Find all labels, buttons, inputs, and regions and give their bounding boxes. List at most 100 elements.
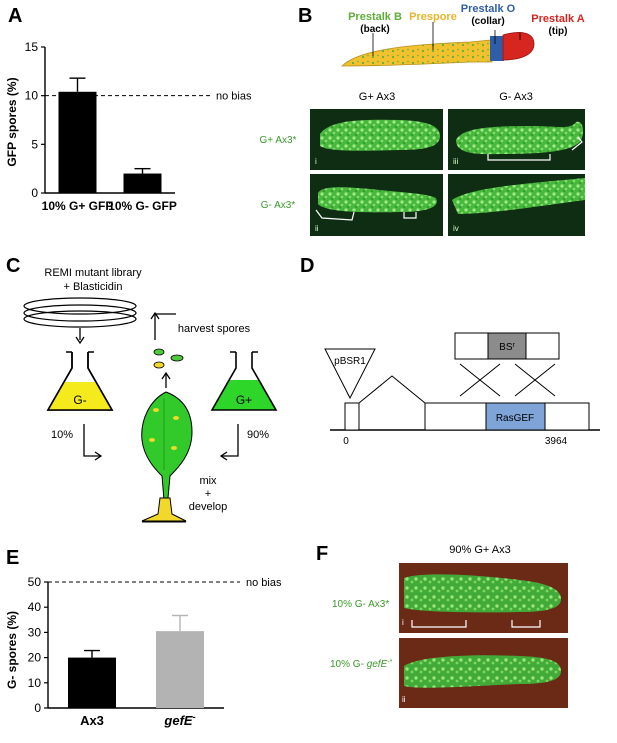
label-prestalk-o-sub: (collar) — [471, 16, 504, 27]
no-bias-label: no bias — [216, 91, 252, 103]
bracket-f-i-a — [411, 620, 467, 628]
flask-left — [46, 351, 114, 411]
bracket-ii-b — [403, 212, 417, 219]
micrograph-b-ii-label: ii — [315, 224, 319, 233]
micrograph-f-ii-label: ii — [402, 695, 406, 704]
panel-c-letter: C — [6, 255, 20, 277]
panel-b-letter: B — [298, 5, 312, 27]
micrograph-b-iii: iii — [448, 109, 585, 170]
bar — [123, 173, 162, 193]
label-prestalk-a: Prestalk A — [531, 13, 584, 25]
slug-prestalk-b-dots — [342, 40, 492, 66]
label-prestalk-b-sub: (back) — [360, 24, 389, 35]
slug-prestalk-a-region — [502, 32, 535, 61]
y-tick-label: 50 — [28, 575, 42, 589]
bracket-ii-a — [315, 209, 355, 221]
micrograph-b-i: i — [310, 109, 443, 170]
col-header-g-minus: G- Ax3 — [499, 91, 533, 103]
panel-f: F 90% G+ Ax3 10% G- Ax3* 10% G- gefE-* i… — [316, 543, 568, 708]
petri-dish — [23, 297, 137, 328]
bar — [68, 657, 116, 708]
col-header-g-plus: G+ Ax3 — [359, 91, 395, 103]
pct-left: 10% — [51, 429, 73, 441]
row1-label: 10% G- Ax3* — [332, 599, 389, 610]
row-header-g-plus: G+ Ax3* — [260, 135, 297, 146]
label-prestalk-b: Prestalk B — [348, 11, 402, 23]
micrograph-b-ii: ii — [310, 174, 443, 236]
arrow-dish-to-flask — [75, 328, 85, 345]
panel-e-ylabel: G- spores (%) — [5, 611, 19, 689]
bracket-iii-a — [487, 154, 551, 161]
row2-label: 10% G- gefE-* — [330, 659, 393, 671]
y-tick-label: 30 — [28, 625, 42, 639]
pct-right: 90% — [247, 429, 269, 441]
category-label: 10% G+ GFP — [42, 199, 114, 213]
panel-a-ylabel: GFP spores (%) — [5, 77, 19, 166]
coord-end: 3964 — [545, 436, 568, 447]
micrograph-b-iii-label: iii — [453, 157, 459, 166]
bracket-f-i-b — [511, 620, 541, 628]
plus-label: + — [205, 488, 211, 500]
bar — [156, 631, 204, 708]
develop-label: develop — [189, 501, 228, 513]
y-tick-label: 20 — [28, 651, 42, 665]
coord-start: 0 — [343, 436, 349, 447]
label-prestalk-o: Prestalk O — [461, 3, 516, 15]
panel-f-title: 90% G+ Ax3 — [449, 544, 510, 556]
recombination-crosses — [459, 363, 556, 397]
micrograph-f-ii: ii — [399, 638, 568, 708]
harvest-label: harvest spores — [178, 323, 251, 335]
panel-d: D pBSR1 BSr RasGEF 0 3964 — [300, 255, 600, 447]
y-tick-label: 15 — [25, 40, 39, 54]
micrograph-b-i-label: i — [315, 157, 317, 166]
library-line1: REMI mutant library — [44, 267, 142, 279]
micrograph-b-iv: iv — [448, 174, 585, 236]
panel-c: C REMI mutant library + Blasticidin harv… — [6, 255, 278, 523]
y-tick-label: 10 — [28, 676, 42, 690]
y-tick-label: 40 — [28, 600, 42, 614]
row-header-g-minus: G- Ax3* — [261, 200, 296, 211]
flask-left-label: G- — [73, 393, 86, 407]
bs-resistance-box — [487, 332, 527, 360]
panel-d-letter: D — [300, 255, 314, 277]
arrow-harvest — [150, 311, 176, 340]
category-label: gefE- — [163, 712, 195, 728]
rasgef-label: RasGEF — [496, 413, 534, 424]
label-prestalk-a-sub: (tip) — [549, 26, 568, 37]
spores — [153, 348, 184, 369]
slug-prestalk-o-region — [490, 36, 504, 61]
flask-right — [210, 351, 278, 411]
arrow-left-in — [83, 424, 103, 461]
panel-b: B Prestalk B (back) Prespore Prestalk O … — [260, 3, 585, 236]
category-label-gene: gefE — [163, 713, 193, 728]
fruiting-body — [141, 391, 193, 523]
arrow-to-spores — [161, 371, 171, 388]
panel-a-letter: A — [8, 5, 22, 27]
category-label: 10% G- GFP — [108, 199, 177, 213]
no-bias-label: no bias — [246, 577, 282, 589]
exon-1 — [344, 402, 360, 431]
y-tick-label: 5 — [31, 137, 38, 151]
micrograph-f-i: i — [399, 563, 568, 633]
category-label: Ax3 — [80, 713, 104, 728]
micrograph-b-iv-label: iv — [453, 224, 459, 233]
slug-schematic — [341, 22, 535, 67]
mix-label: mix — [199, 475, 217, 487]
y-tick-label: 0 — [31, 186, 38, 200]
panel-f-letter: F — [316, 543, 328, 565]
library-line2: + Blasticidin — [63, 281, 122, 293]
category-label-superscript: - — [193, 712, 196, 722]
y-tick-label: 0 — [34, 701, 41, 715]
bar — [58, 91, 97, 193]
rasgef-domain — [485, 402, 546, 431]
bs-label: BSr — [499, 342, 515, 354]
insertion-triangle — [324, 348, 376, 400]
bracket-iii-b — [571, 136, 583, 151]
intron — [358, 375, 426, 404]
arrow-right-in — [219, 424, 239, 461]
